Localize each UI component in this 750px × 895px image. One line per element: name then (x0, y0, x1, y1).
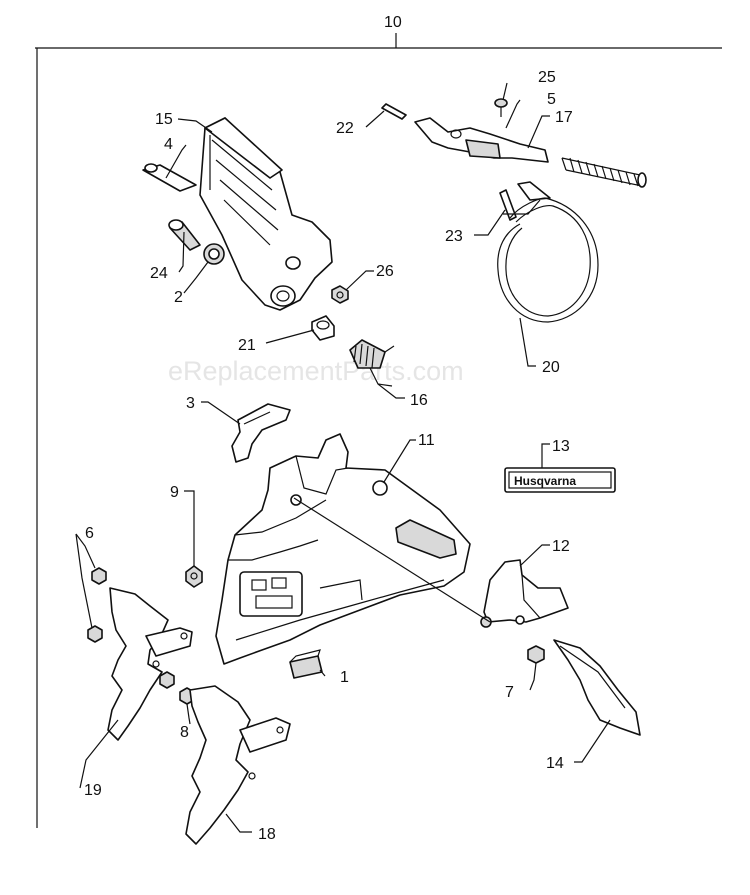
part-16-spring[interactable] (349, 339, 395, 387)
label-23: 23 (445, 228, 463, 245)
part-1-block[interactable] (289, 649, 323, 679)
part-17-spring[interactable] (561, 157, 647, 188)
label-18: 18 (258, 826, 276, 843)
label-9: 9 (170, 484, 179, 501)
callout-labels: 10 25 5 17 22 15 4 23 24 2 26 21 20 16 3… (84, 14, 573, 843)
label-4: 4 (164, 136, 173, 153)
label-20: 20 (542, 359, 560, 376)
label-17: 17 (555, 109, 573, 126)
assembly-bracket (35, 33, 722, 828)
label-22: 22 (336, 120, 354, 137)
label-26: 26 (376, 263, 394, 280)
part-19-cover-plate[interactable] (107, 587, 193, 741)
label-7: 7 (505, 684, 514, 701)
label-6: 6 (85, 525, 94, 542)
label-19: 19 (84, 782, 102, 799)
part-2-bushing[interactable] (203, 243, 225, 265)
leader-lines (75, 82, 611, 833)
label-5: 5 (547, 91, 556, 108)
part-22-pin[interactable] (381, 103, 407, 120)
label-10: 10 (384, 14, 402, 31)
label-3: 3 (186, 395, 195, 412)
part-6-screws[interactable] (87, 567, 107, 643)
part-9-nut[interactable] (185, 565, 203, 588)
part-11-brake-cover[interactable] (215, 433, 471, 665)
part-20-brake-band[interactable] (497, 181, 599, 323)
part-15-hand-guard[interactable] (199, 117, 333, 311)
part-21-bushing[interactable] (311, 315, 335, 341)
part-14-guard[interactable] (553, 639, 641, 736)
part-25-screw[interactable] (494, 98, 508, 117)
label-2: 2 (174, 289, 183, 306)
label-13: 13 (552, 438, 570, 455)
label-25: 25 (538, 69, 556, 86)
part-26-nut[interactable] (331, 285, 349, 304)
part-13-decal[interactable]: Husqvarna (504, 467, 616, 493)
decal-text: Husqvarna (514, 474, 576, 488)
part-5-lever[interactable] (414, 117, 549, 163)
part-12-plate[interactable] (480, 559, 569, 628)
part-4-pin[interactable] (142, 163, 197, 192)
label-8: 8 (180, 724, 189, 741)
label-15: 15 (155, 111, 173, 128)
part-23-pin[interactable] (499, 189, 517, 221)
label-11: 11 (418, 432, 435, 449)
part-8-nut[interactable] (159, 671, 195, 705)
label-14: 14 (546, 755, 564, 772)
part-3-clip[interactable] (231, 403, 291, 463)
label-1: 1 (340, 669, 349, 686)
part-18-cover-plate[interactable] (185, 685, 291, 845)
label-24: 24 (150, 265, 168, 282)
watermark: eReplacementParts.com (168, 356, 464, 386)
label-12: 12 (552, 538, 570, 555)
label-16: 16 (410, 392, 428, 409)
label-21: 21 (238, 337, 256, 354)
part-7-screw[interactable] (527, 645, 545, 664)
